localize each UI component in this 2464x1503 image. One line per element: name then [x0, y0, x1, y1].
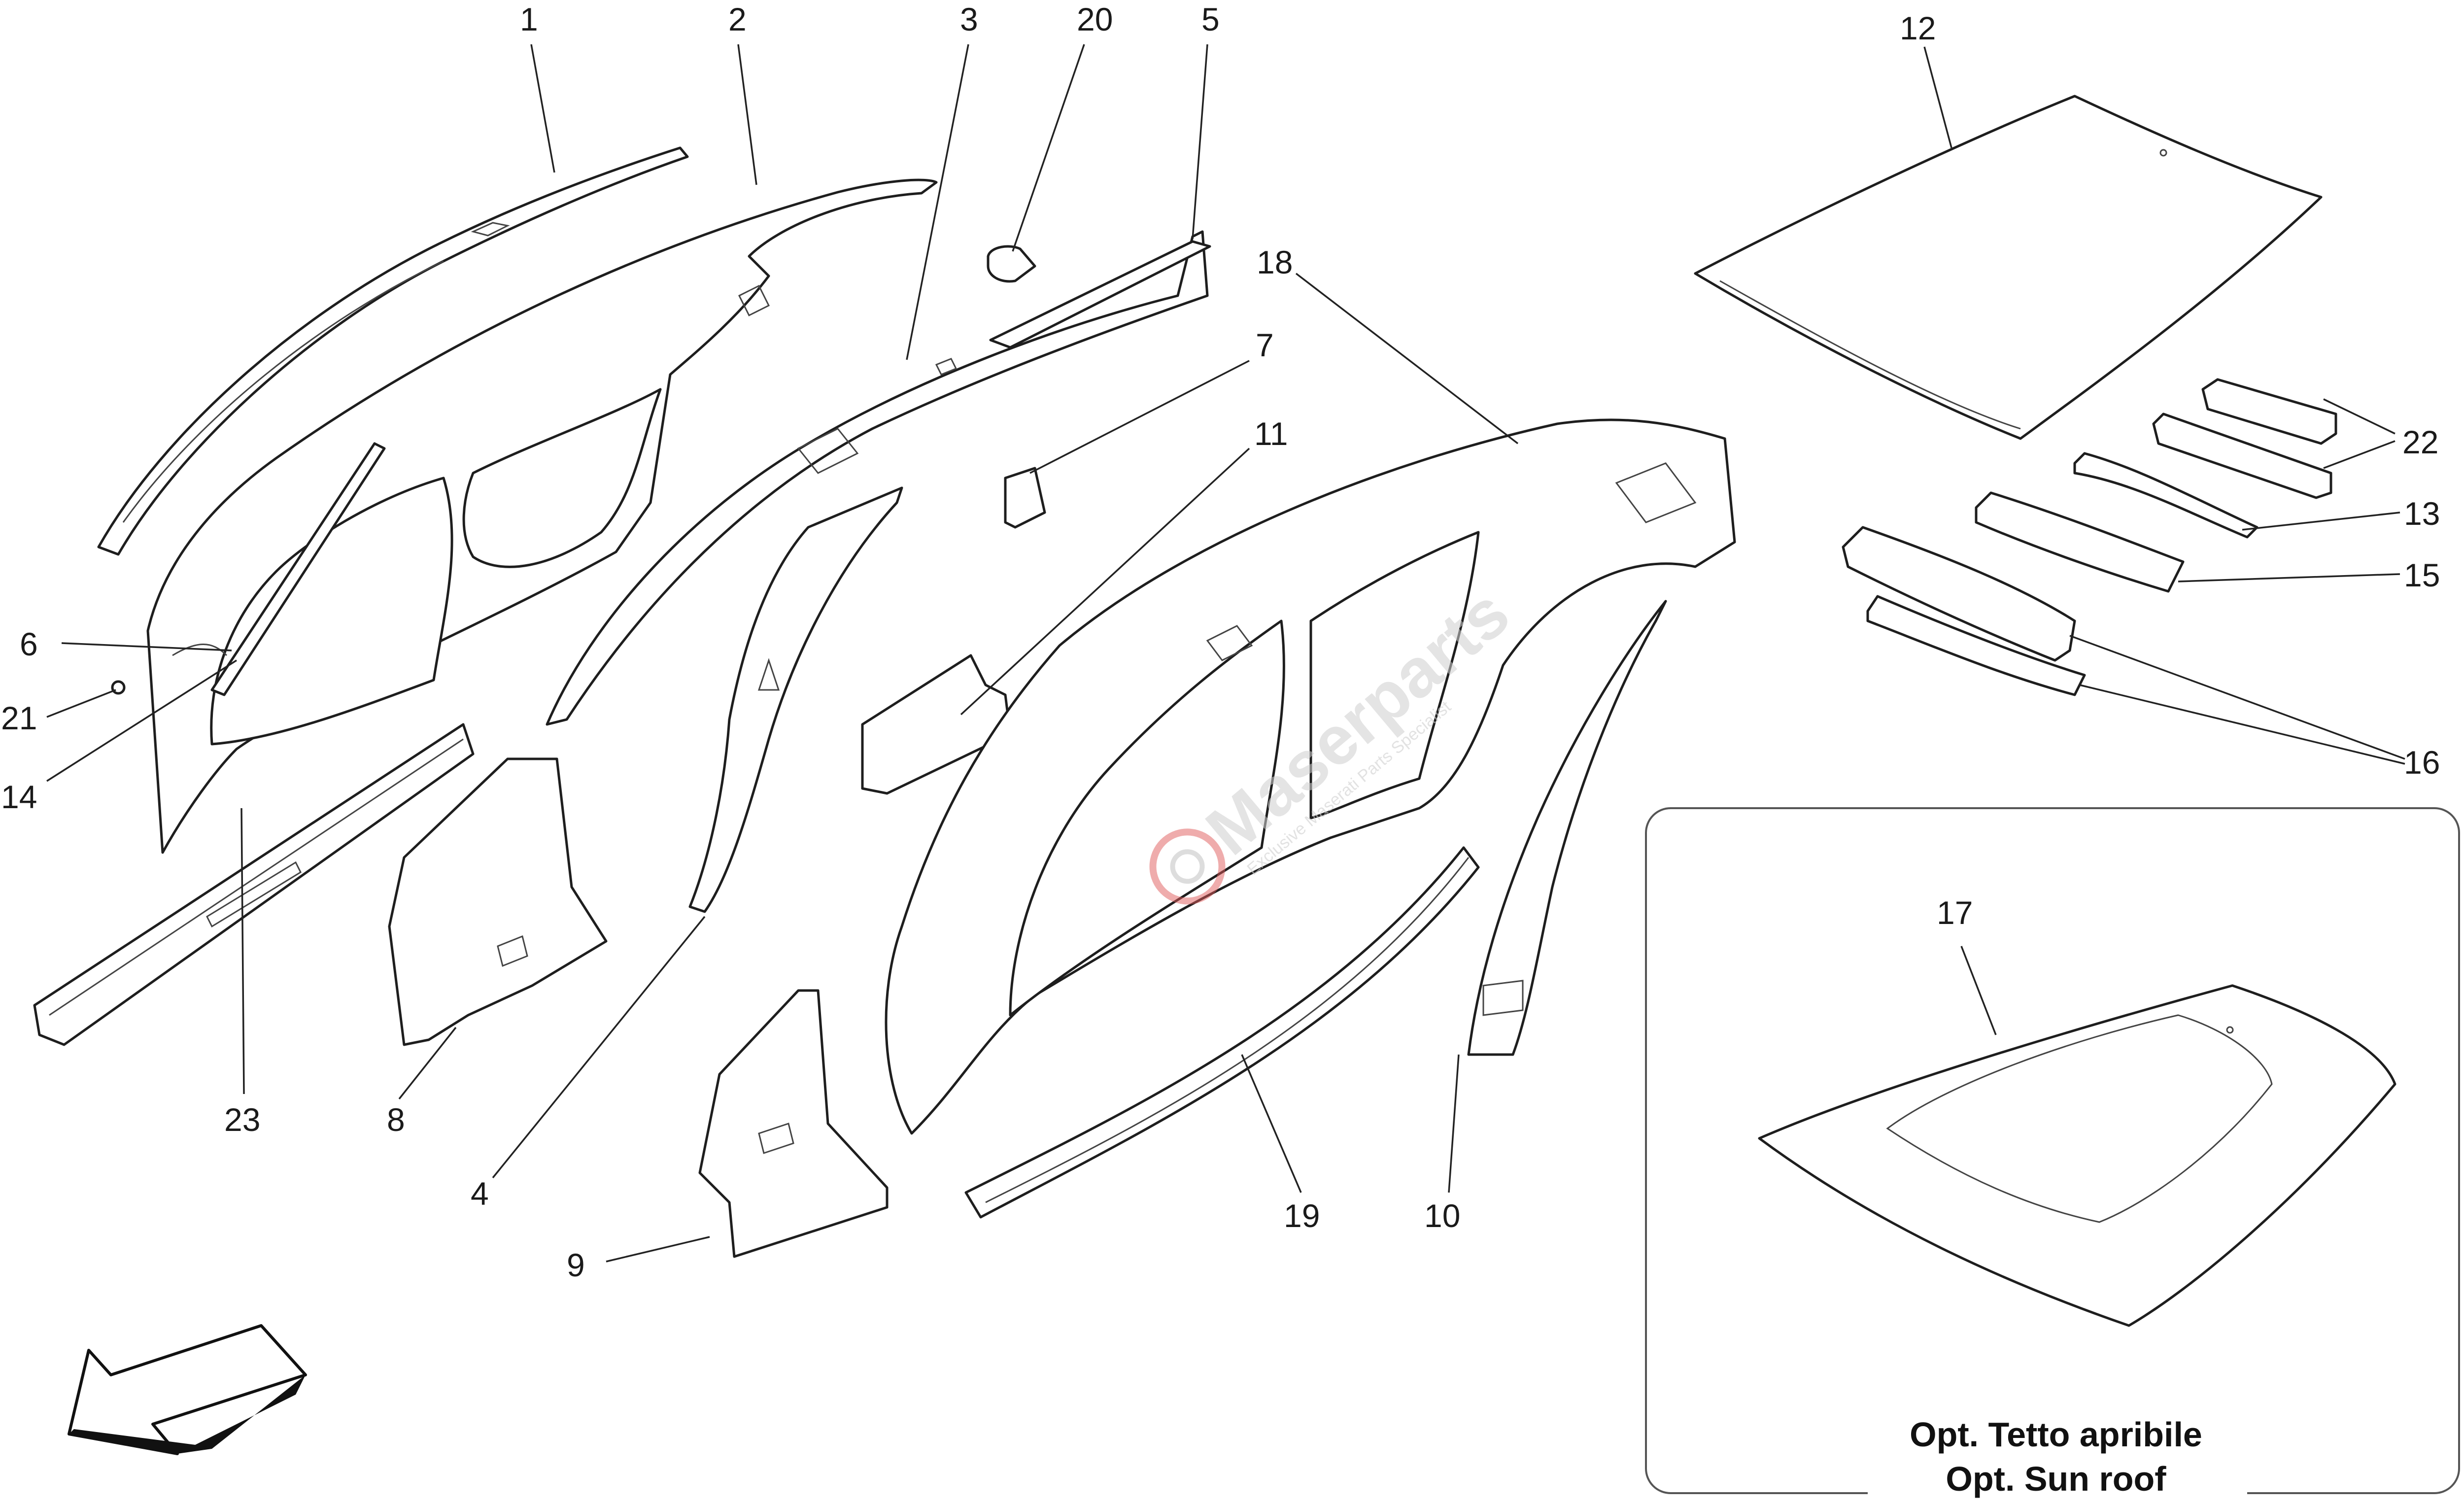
part-22-roof-bows: [2152, 378, 2337, 499]
part-3-roof-inner: [546, 230, 1209, 726]
part-18-side-panel: [885, 418, 1736, 1135]
callout-3: 3: [960, 1, 978, 37]
part-2-side-frame: [146, 178, 938, 854]
part-4-b-pillar: [688, 486, 903, 913]
callout-20: 20: [1077, 1, 1113, 37]
inset-sun-roof: [1645, 807, 2460, 1494]
part-19-rocker: [964, 846, 1480, 1219]
callout-22: 22: [2402, 424, 2438, 460]
callout-11: 11: [1254, 415, 1288, 452]
callout-8: 8: [387, 1101, 405, 1138]
direction-arrow-icon: [68, 1324, 307, 1455]
part-17-sunroof-panel: [1758, 984, 2396, 1327]
callout-6: 6: [20, 626, 38, 662]
part-9-hinge-pillar: [698, 989, 889, 1258]
callout-5: 5: [1201, 1, 1220, 37]
part-13-roof-bow: [2073, 452, 2259, 539]
part-16-header: [1842, 526, 2086, 696]
callout-12: 12: [1900, 10, 1936, 46]
part-6-strip: [210, 442, 386, 696]
inset-caption-italian: Opt. Tetto apribile: [1910, 1415, 2202, 1454]
callout-13: 13: [2404, 495, 2440, 532]
part-21-rivet: [111, 680, 126, 695]
part-7-bracket: [1004, 467, 1046, 529]
callout-14: 14: [1, 779, 37, 815]
callout-labels: 1 2 3 20 5 12 18 7 11 6 21 14 22 13 15 1…: [1, 1, 2440, 1283]
part-5-roof-strip: [989, 240, 1211, 349]
callout-17: 17: [1937, 894, 1973, 931]
callout-16: 16: [2404, 744, 2440, 781]
part-15-cross-member: [1975, 491, 2185, 593]
part-20-bracket: [987, 245, 1036, 283]
callout-15: 15: [2404, 557, 2440, 593]
callout-7: 7: [1256, 327, 1274, 363]
callout-1: 1: [520, 1, 538, 37]
part-1-roof-rail: [97, 146, 689, 556]
callout-18: 18: [1257, 244, 1293, 280]
callout-23: 23: [224, 1101, 260, 1138]
part-23-sill: [33, 723, 475, 1046]
inset-caption-english: Opt. Sun roof: [1946, 1460, 2166, 1498]
part-10-c-pillar: [1467, 600, 1667, 1056]
callout-21: 21: [1, 700, 37, 736]
callout-19: 19: [1284, 1197, 1320, 1234]
part-12-roof-panel: [1694, 95, 2323, 440]
callout-10: 10: [1424, 1197, 1460, 1234]
callout-4: 4: [471, 1175, 489, 1212]
part-8-reinforcement: [388, 757, 608, 1046]
watermark-logo-icon: [1149, 828, 1226, 905]
callout-2: 2: [728, 1, 747, 37]
leader-lines: [46, 44, 2405, 1263]
callout-9: 9: [567, 1247, 585, 1283]
